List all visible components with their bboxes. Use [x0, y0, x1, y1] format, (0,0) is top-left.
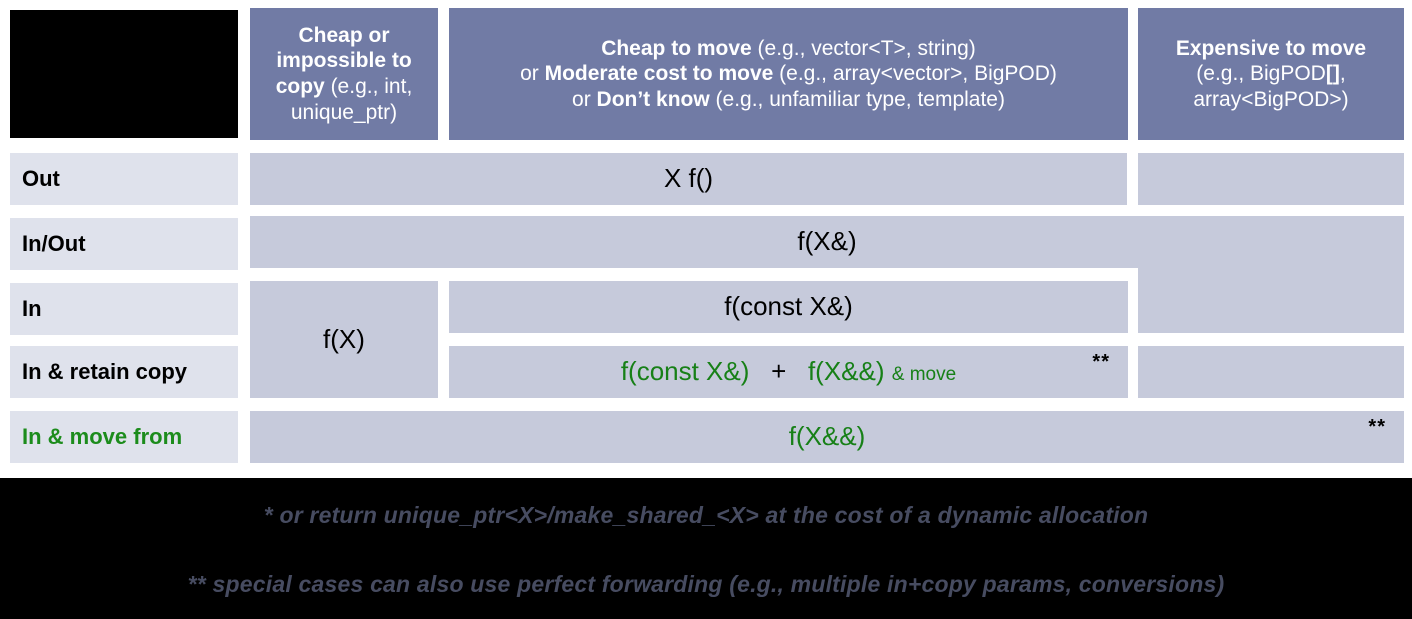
code-signature-rvalue-ref: f(X&&) [807, 356, 885, 387]
code-suffix-and-move: & move [891, 364, 957, 386]
row-label-in-and-retain-copy: In & retain copy [10, 346, 238, 398]
footnotes-region: * or return unique_ptr<X>/make_shared_<X… [0, 478, 1412, 619]
row-label-text: In & retain copy [22, 358, 188, 384]
code-signature: f(X&) [797, 226, 857, 257]
code-signature-const-ref: f(const X&) [620, 356, 750, 387]
header-line-pre: or [520, 62, 545, 86]
cell-out-main: X f() [250, 153, 1127, 205]
guidance-table: Cheap or impossible to copy (e.g., int, … [0, 0, 1412, 478]
row-label-in-and-move-from: In & move from [10, 411, 238, 463]
cell-in-cheap-copy: f(X) [250, 281, 438, 398]
row-label-out: Out [10, 153, 238, 205]
header-line: Don’t know [596, 87, 710, 111]
cell-retain-copy-expensive [1138, 346, 1404, 398]
header-line: [] [1325, 62, 1340, 86]
footnote-double-star: ** special cases can also use perfect fo… [187, 571, 1225, 597]
footnote-marker-double-star: ** [1092, 351, 1110, 373]
header-line-rest: (e.g., int, [324, 75, 413, 98]
table-corner-placeholder [10, 10, 238, 138]
code-signature: f(X&&) [788, 421, 866, 452]
header-line: Moderate cost to move [544, 62, 774, 86]
row-label-in: In [10, 283, 238, 335]
cell-out-expensive [1138, 153, 1404, 205]
header-line-pre: or [572, 87, 597, 111]
cell-move-from-main: f(X&&) ** [250, 411, 1404, 463]
header-line-rest: (e.g., array<vector>, BigPOD) [773, 62, 1057, 86]
header-line: copy [275, 75, 325, 98]
header-cheap-or-impossible-to-copy: Cheap or impossible to copy (e.g., int, … [250, 8, 438, 140]
row-label-text: In & move from [22, 423, 183, 449]
header-line: Cheap or [298, 23, 390, 47]
footnote-single-star: * or return unique_ptr<X>/make_shared_<X… [263, 502, 1149, 528]
header-line: Cheap to move [601, 36, 752, 60]
header-line-tail: , [1339, 62, 1346, 86]
header-line-rest: unique_ptr) [290, 100, 398, 124]
row-label-text: In [22, 295, 42, 321]
code-signature: X f() [663, 163, 714, 194]
header-line-rest: (e.g., BigPOD [1196, 62, 1326, 86]
header-line-rest: (e.g., unfamiliar type, template) [709, 87, 1005, 111]
header-line-rest: array<BigPOD>) [1193, 87, 1349, 111]
header-line: impossible to [276, 49, 412, 73]
header-line-rest: (e.g., vector<T>, string) [751, 36, 976, 60]
cell-in-main: f(const X&) [449, 281, 1128, 333]
header-line: Expensive to move [1175, 36, 1367, 60]
cell-retain-copy-main: f(const X&) + f(X&&) & move ** [449, 346, 1128, 398]
code-signature: f(X) [323, 323, 365, 354]
plus-operator: + [771, 356, 787, 387]
header-cheap-to-move: Cheap to move (e.g., vector<T>, string) … [449, 8, 1128, 140]
cell-in-expensive [1138, 216, 1404, 333]
row-label-text: Out [22, 165, 60, 191]
footnote-marker-double-star: ** [1368, 416, 1386, 438]
code-signature: f(const X&) [724, 291, 853, 322]
row-label-in-out: In/Out [10, 218, 238, 270]
header-expensive-to-move: Expensive to move (e.g., BigPOD[], array… [1138, 8, 1404, 140]
row-label-text: In/Out [22, 230, 86, 256]
